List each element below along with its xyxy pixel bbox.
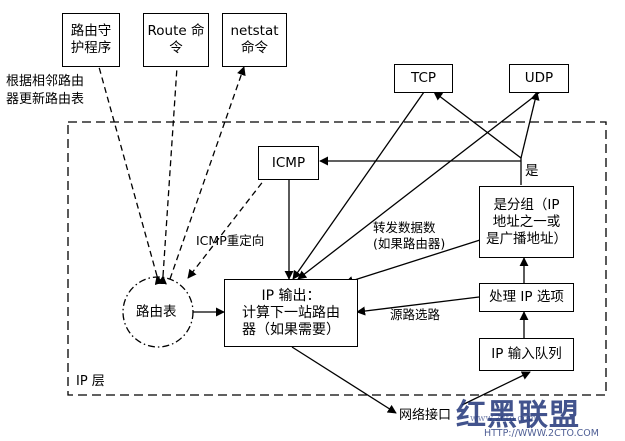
edge-routing-daemon xyxy=(98,66,164,286)
input-queue-node: IP 输入队列 xyxy=(479,338,574,371)
forward-label: 转发数据数 (如果路由器) xyxy=(373,220,446,251)
icmp-node: ICMP xyxy=(258,146,319,180)
udp-node: UDP xyxy=(509,64,569,93)
edge-tcp-output xyxy=(292,91,425,280)
process-options-node: 处理 IP 选项 xyxy=(479,283,574,312)
edge-yes-udp xyxy=(520,91,540,159)
update-routes-label: 根据相邻路由 器更新路由表 xyxy=(6,74,85,107)
watermark-url: HTTP://WWW.2CTO.COM xyxy=(484,428,599,439)
route-command-node: Route 命 令 xyxy=(143,13,209,67)
edges xyxy=(98,66,541,414)
icmp-redirect-label: ICMP重定向 xyxy=(196,233,265,248)
edge-yes-tcp xyxy=(433,91,522,159)
watermark-brand: 红黑联盟 xyxy=(456,398,580,433)
edge-source-route xyxy=(356,296,480,316)
edge-icmp-redirect xyxy=(187,174,269,279)
classify-packet-node: 是分组（IP 地址之一或 是广播地址） xyxy=(479,186,574,258)
edge-output-netif xyxy=(291,346,397,414)
netstat-command-node: netstat 命令 xyxy=(222,13,287,67)
routing-table-label: 路由表 xyxy=(136,304,177,320)
edge-netstat-cmd xyxy=(169,66,246,280)
ip-output-node: IP 输出： 计算下一站路由 器（如果需要） xyxy=(224,279,358,347)
routing-daemon-node: 路由守 护程序 xyxy=(62,13,120,67)
network-interface-label: 网络接口 xyxy=(399,408,452,423)
edge-route-cmd xyxy=(157,66,178,285)
yes-label: 是 xyxy=(525,163,539,179)
source-route-label: 源路选路 xyxy=(390,307,441,322)
edge-udp-output xyxy=(297,91,541,280)
ip-layer-boundary xyxy=(67,121,607,396)
edge-forward xyxy=(344,239,481,285)
edge-netif-queue xyxy=(461,371,531,406)
tcp-node: TCP xyxy=(394,64,453,93)
watermark-site: www.2cto.com xyxy=(470,414,537,424)
ip-layer-label: IP 层 xyxy=(76,374,105,389)
